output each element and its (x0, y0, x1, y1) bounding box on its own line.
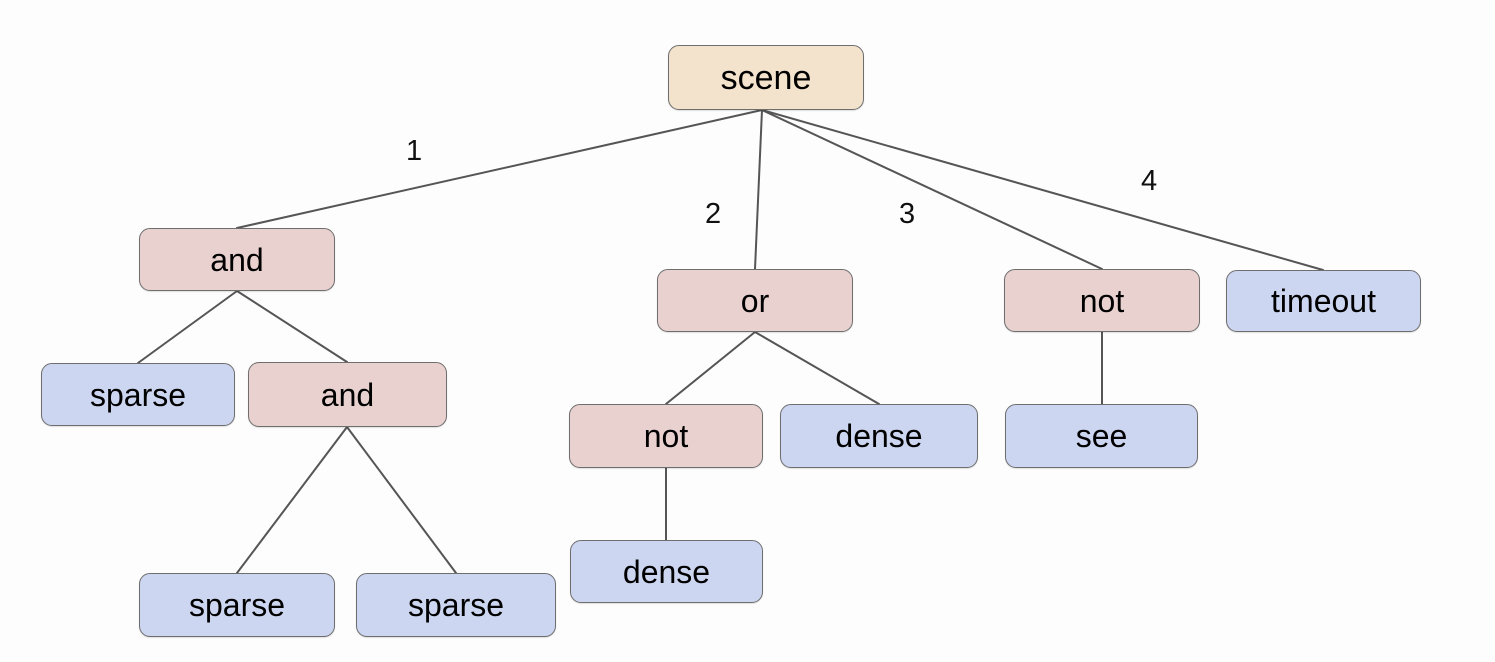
tree-edge-scene-to-not1 (761, 109, 1103, 270)
tree-node-label: scene (720, 58, 812, 97)
tree-node-sparse1[interactable]: sparse (41, 363, 235, 426)
tree-node-sparse2[interactable]: sparse (139, 573, 335, 637)
tree-node-label: timeout (1271, 283, 1376, 319)
tree-edge-scene-to-or1 (754, 109, 763, 270)
tree-node-label: sparse (407, 587, 505, 623)
edge-label-1: 1 (406, 135, 423, 167)
tree-node-sparse3[interactable]: sparse (356, 573, 556, 637)
tree-node-and2[interactable]: and (248, 362, 447, 427)
tree-node-label: or (740, 282, 770, 319)
tree-edge-or1-to-dense1 (754, 331, 880, 405)
tree-edge-scene-to-and1 (236, 109, 763, 229)
tree-node-label: and (210, 241, 264, 278)
edge-label-4: 4 (1141, 165, 1158, 197)
tree-edge-scene-to-timeout1 (761, 109, 1324, 271)
tree-node-label: sparse (89, 376, 187, 413)
tree-node-see1[interactable]: see (1005, 404, 1198, 468)
tree-edge-and1-to-sparse1 (137, 290, 238, 364)
tree-node-label: sparse (188, 587, 286, 623)
tree-node-not2[interactable]: not (569, 404, 763, 468)
edge-label-2: 2 (705, 198, 722, 230)
tree-node-label: dense (835, 418, 923, 454)
tree-node-label: not (1079, 282, 1125, 319)
tree-node-timeout1[interactable]: timeout (1226, 270, 1421, 332)
tree-edge-and2-to-sparse3 (346, 426, 457, 574)
tree-node-label: see (1075, 418, 1128, 454)
tree-node-dense1[interactable]: dense (780, 404, 978, 468)
tree-edge-or1-to-not2 (665, 331, 756, 405)
tree-node-label: and (320, 376, 375, 413)
tree-edge-and2-to-sparse2 (236, 426, 348, 574)
tree-node-dense2[interactable]: dense (570, 540, 763, 603)
edge-label-3: 3 (899, 198, 916, 230)
tree-edge-and1-to-and2 (236, 290, 348, 363)
tree-node-scene[interactable]: scene (668, 45, 864, 110)
tree-node-label: not (643, 418, 689, 454)
tree-node-label: dense (622, 553, 711, 590)
tree-node-or1[interactable]: or (657, 269, 853, 332)
tree-node-and1[interactable]: and (139, 228, 335, 291)
tree-node-not1[interactable]: not (1004, 269, 1200, 332)
